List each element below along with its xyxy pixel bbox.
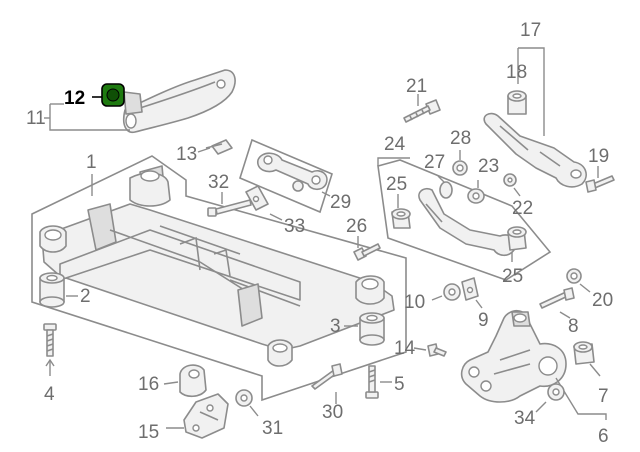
callout-4: 4 [44,384,55,405]
bolt-8 [539,287,575,309]
lower-arm [483,112,587,188]
callout-17: 17 [520,20,541,41]
callout-11: 11 [26,108,46,129]
nut-31 [235,389,253,407]
callout-21: 21 [406,76,427,97]
callout-14: 14 [394,338,416,359]
bushing-25-left [391,208,411,229]
callout-27: 27 [424,152,445,173]
upper-arm-group-frame [377,159,552,281]
callout-3: 3 [330,316,341,337]
bushing-18 [507,90,527,115]
callout-20: 20 [592,290,613,311]
nut-29 [292,180,304,192]
callout-9: 9 [478,310,489,331]
bolt-30 [311,363,343,390]
subframe [39,165,395,367]
bushing-25-right [507,226,527,251]
bracket-15 [183,393,229,439]
knuckle [460,309,567,403]
callout-1: 1 [86,152,97,173]
bracket-9 [461,277,479,301]
callout-34: 34 [514,408,536,429]
bushing-2 [39,272,65,308]
callout-13: 13 [176,144,197,165]
callout-18: 18 [506,62,527,83]
trailing-arm-assembly [101,69,236,134]
callout-15: 15 [138,422,159,443]
bolt-4 [43,323,57,357]
nut-20 [566,268,582,284]
bolt-13 [205,139,233,155]
bolt-32 [207,199,252,217]
link-group-frame [239,138,333,214]
nut-34 [547,383,565,401]
callout-10: 10 [404,292,425,313]
callout-23: 23 [478,156,499,177]
callout-6: 6 [598,426,609,447]
callout-31: 31 [262,418,283,439]
callout-22: 22 [512,198,533,219]
bolt-26 [353,243,381,261]
subframe-group-frame [31,155,407,402]
callout-25a: 25 [386,174,407,195]
nut-10 [443,283,461,301]
washer-27 [439,181,453,199]
washer-22 [503,173,517,187]
bushing-23 [467,188,485,204]
callout-7: 7 [598,386,609,407]
bolt-14 [427,343,447,357]
callout-5: 5 [394,374,405,395]
bushing-7 [573,341,595,365]
callout-26: 26 [346,216,367,237]
bolt-5 [365,365,379,399]
callout-30: 30 [322,402,343,423]
callout-25b: 25 [502,266,523,287]
mount-16 [179,364,207,398]
callout-19: 19 [588,146,609,167]
callout-2: 2 [80,286,91,307]
link-29 [257,152,328,191]
callout-24: 24 [384,134,406,155]
callout-29: 29 [330,192,351,213]
bolt-21 [403,99,441,123]
callout-12: 12 [64,88,85,109]
bolt-19 [585,175,615,193]
callout-28: 28 [450,128,471,149]
nut-28 [452,160,468,176]
callout-8: 8 [568,316,579,337]
callout-32: 32 [208,172,229,193]
callout-16: 16 [138,374,159,395]
bracket-33 [245,185,269,211]
upper-arm [418,187,517,257]
callout-33: 33 [284,216,305,237]
bushing-3 [359,312,385,346]
